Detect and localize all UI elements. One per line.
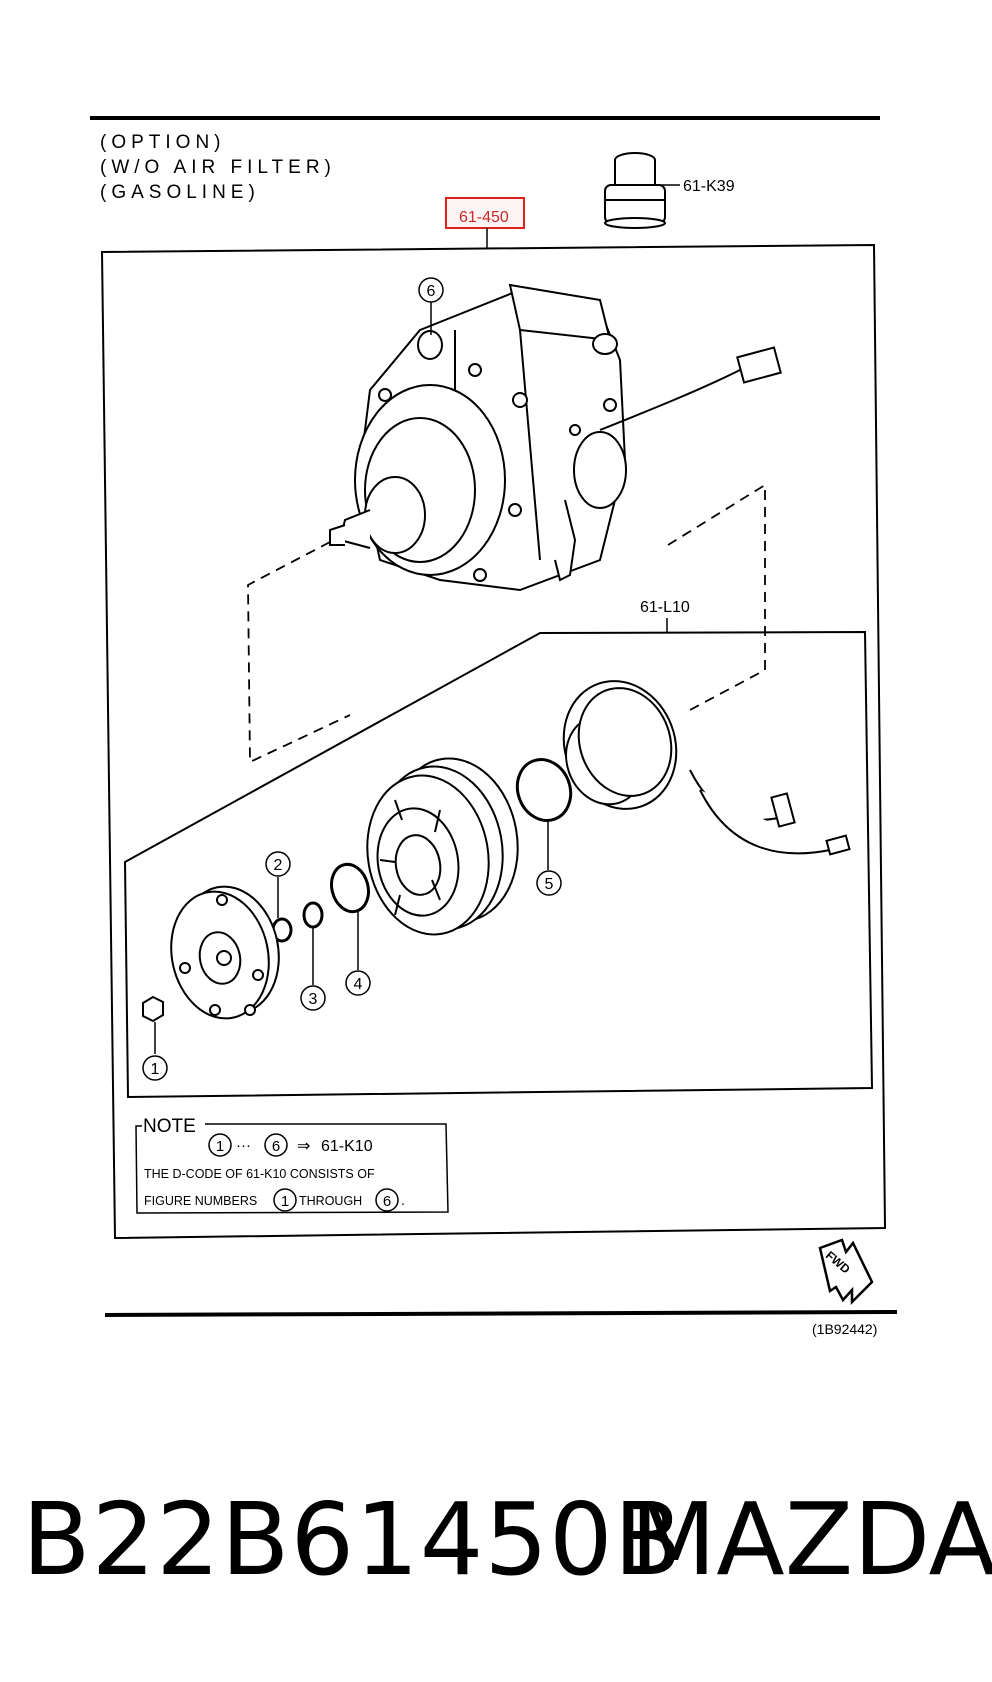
note-line-2: THE D-CODE OF 61-K10 CONSISTS OF [144, 1167, 375, 1181]
assembly-frame [100, 243, 887, 1240]
note-range-from-marker [208, 1133, 232, 1157]
brand-name: MAZDA [630, 1481, 992, 1598]
projection-lines [247, 483, 766, 764]
clutch-set-frame [123, 630, 874, 1099]
figure-4-marker [345, 970, 371, 996]
armature-plate-drawing [170, 885, 280, 1020]
figure-5-marker [536, 870, 562, 896]
option-line-3: (GASOLINE) [100, 182, 260, 203]
figure-3-marker [300, 985, 326, 1011]
bottom-rule [104, 1310, 898, 1317]
figure-4-label: 4 [354, 976, 363, 993]
field-coil-drawing [562, 680, 851, 856]
note-target: 61-K10 [321, 1138, 373, 1155]
cap-part-drawing [604, 152, 666, 229]
callout-clutch-set[interactable]: 61-L10 [640, 599, 690, 616]
part-number: B22B61450B [22, 1481, 684, 1598]
figure-5-label: 5 [545, 876, 554, 893]
callout-assembly[interactable]: 61-450 [459, 209, 509, 226]
note-line-3-prefix: FIGURE NUMBERS [144, 1194, 257, 1208]
option-line-1: (OPTION) [100, 132, 226, 153]
parts-diagram: (OPTION) (W/O AIR FILTER) (GASOLINE) 61-… [90, 116, 898, 1337]
note-arrow: ⇒ [297, 1138, 310, 1155]
note-line-3-mid: THROUGH [299, 1194, 362, 1208]
drawing-code: (1B92442) [812, 1321, 877, 1337]
figure-6-label: 6 [427, 283, 436, 300]
note-line-3-to: 6 [383, 1193, 391, 1210]
note-heading: NOTE [143, 1116, 196, 1137]
note-box [135, 1123, 449, 1214]
snap-ring-5-drawing [515, 758, 573, 822]
caption: B22B61450B MAZDA [0, 1470, 992, 1610]
note-line-3-suffix: . [401, 1192, 405, 1208]
figure-2-label: 2 [274, 857, 283, 874]
assembly-callout-box[interactable] [445, 197, 525, 229]
figure-1-label: 1 [151, 1061, 160, 1078]
snap-ring-4-drawing [330, 862, 370, 914]
note-range-to-marker [264, 1133, 288, 1157]
note-range-dots: ··· [236, 1137, 251, 1154]
note-line-3-to-marker [375, 1188, 399, 1212]
note-line-3-from-marker [273, 1188, 297, 1212]
nut-1-drawing [142, 995, 164, 1023]
callout-cap: 61-K39 [683, 178, 735, 195]
option-line-2: (W/O AIR FILTER) [100, 157, 336, 178]
pulley-drawing [366, 757, 519, 936]
figure-2-marker [265, 851, 291, 877]
figure-3-label: 3 [309, 991, 318, 1008]
shim-3-drawing [302, 901, 324, 929]
note-range-from: 1 [216, 1138, 224, 1155]
note-range-to: 6 [272, 1138, 280, 1155]
compressor-drawing [329, 283, 782, 592]
figure-1-marker [142, 1055, 168, 1081]
fwd-arrow-icon: FWD [818, 1238, 874, 1306]
note-line-3-from: 1 [281, 1193, 289, 1210]
